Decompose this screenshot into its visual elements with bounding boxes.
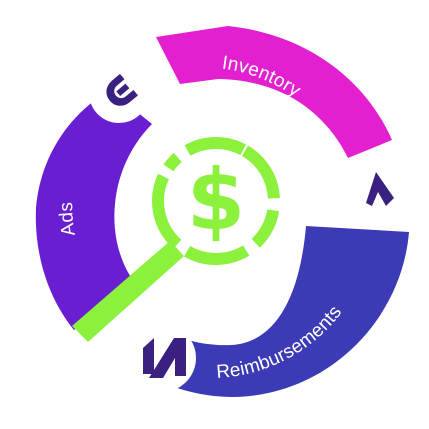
segment-ads[interactable] [35,90,153,330]
chevron-up-icon [143,338,186,378]
label-ads: Ads [56,202,80,238]
e-logo-icon [106,73,138,106]
dollar-symbol: $ [187,151,245,249]
magnifier-handle [72,241,184,342]
badge-reimbursements[interactable] [128,324,196,392]
magnifier-dollar-icon: $ [72,137,280,342]
badge-inventory[interactable] [349,158,409,218]
badge-ads[interactable] [89,63,149,123]
segment-inventory[interactable] [156,26,392,158]
segment-reimbursements[interactable] [140,226,409,397]
arrow-up-icon [366,172,394,206]
